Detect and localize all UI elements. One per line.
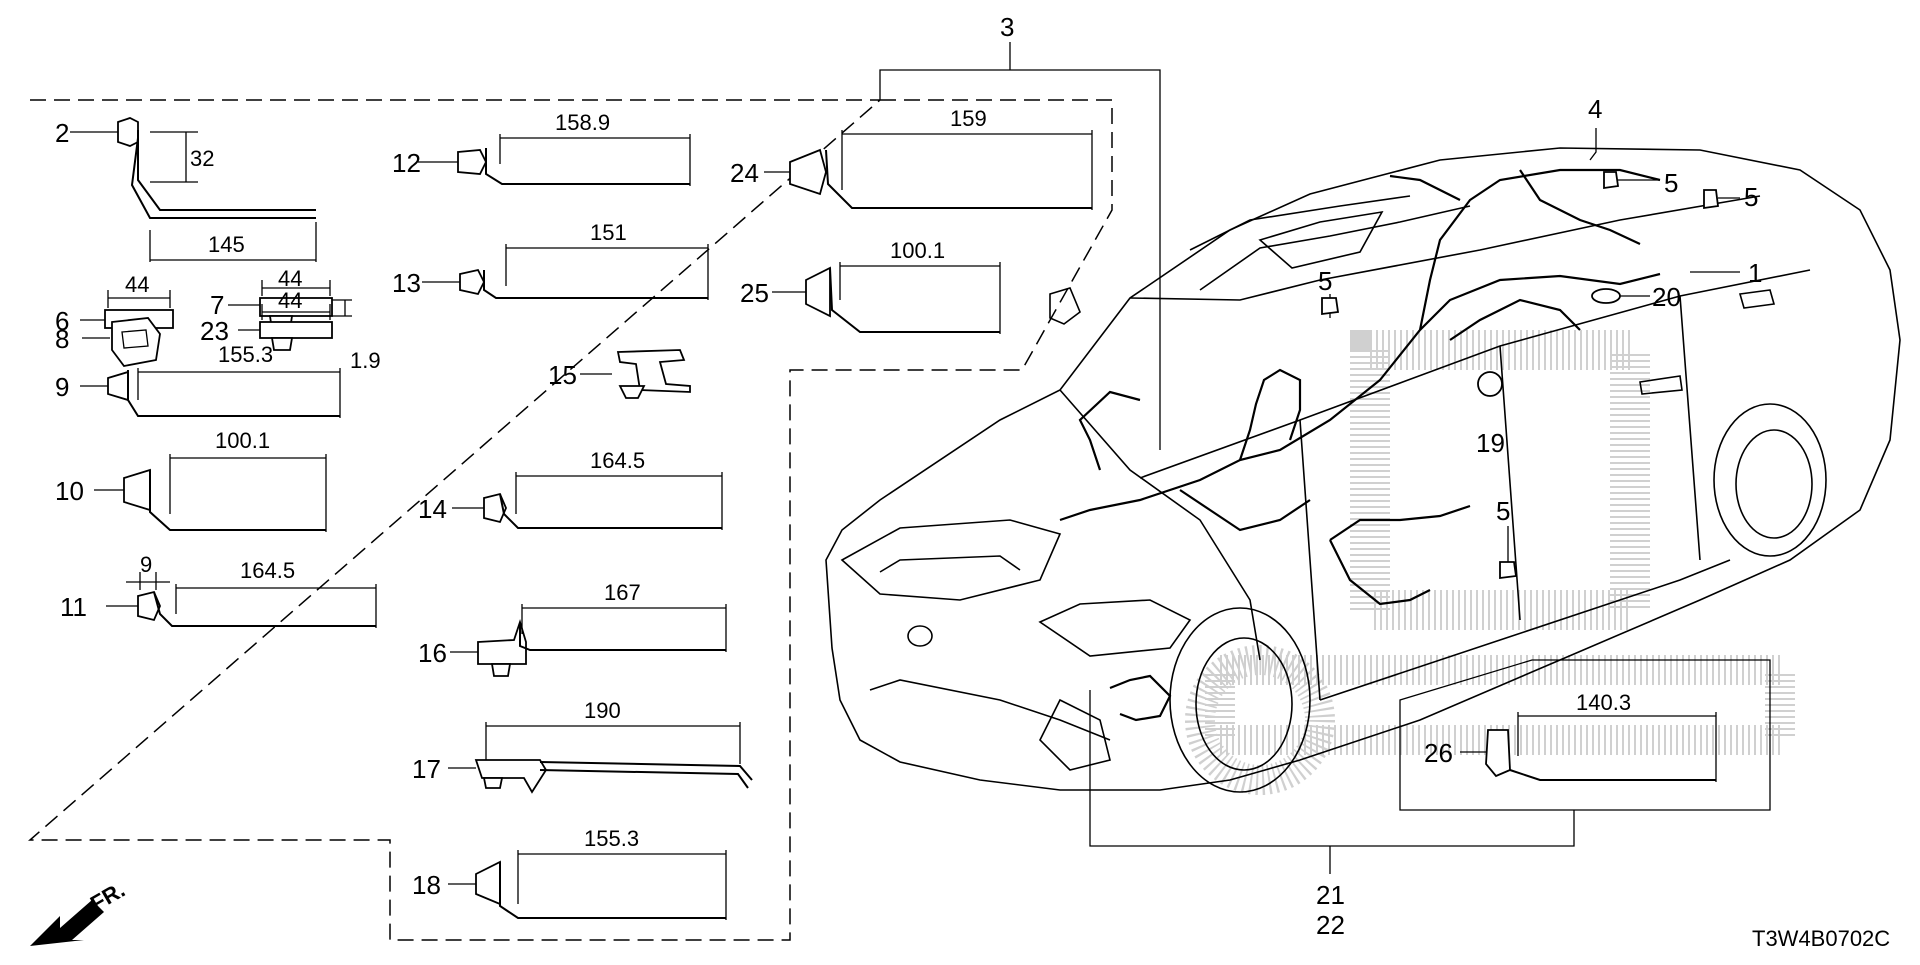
- grommet-19: [1477, 371, 1503, 397]
- dim-6-width: 44: [125, 272, 149, 297]
- callout-2: 2: [55, 118, 69, 148]
- wire-harness: [1059, 168, 1661, 722]
- callout-13: 13: [392, 268, 421, 298]
- callout-5a: 5: [1664, 168, 1678, 198]
- part-25-clip: [772, 262, 1001, 334]
- callout-25: 25: [740, 278, 769, 308]
- callout-11: 11: [60, 592, 87, 622]
- leader-21-22: [1089, 690, 1575, 874]
- bolt-5a: [1603, 171, 1620, 190]
- dim-25-length: 100.1: [890, 238, 945, 263]
- callout-4: 4: [1588, 94, 1602, 124]
- group-outline-3: [27, 99, 1113, 941]
- part-10-clip: [94, 454, 327, 532]
- dim-7-thickness: 1.9: [350, 348, 381, 373]
- bolt-5d: [1499, 561, 1518, 580]
- callout-10: 10: [55, 476, 84, 506]
- dim-10-length: 100.1: [215, 428, 270, 453]
- callout-5c: 5: [1318, 266, 1332, 296]
- part-8-grommet: [82, 317, 161, 367]
- part-12-clip: [418, 134, 691, 186]
- callout-23: 23: [200, 316, 229, 346]
- bolt-5c: [1321, 297, 1340, 316]
- dim-7-width: 44: [278, 266, 302, 291]
- part-23-clip: [238, 304, 333, 351]
- dim-23-width: 44: [278, 288, 302, 313]
- part-9-clip: [80, 368, 341, 418]
- part-17-clip: [448, 722, 753, 794]
- callout-17: 17: [412, 754, 441, 784]
- dim-2-length: 145: [208, 232, 245, 257]
- dim-14-length: 164.5: [590, 448, 645, 473]
- diagram-code: T3W4B0702C: [1752, 926, 1890, 951]
- callout-22: 22: [1316, 910, 1345, 940]
- callout-19: 19: [1476, 428, 1505, 458]
- callout-5b: 5: [1744, 182, 1758, 212]
- dim-17-length: 190: [584, 698, 621, 723]
- part-11-clip: [106, 572, 377, 628]
- callout-24: 24: [730, 158, 759, 188]
- callout-5d: 5: [1496, 496, 1510, 526]
- dim-26-length: 140.3: [1576, 690, 1631, 715]
- callout-26: 26: [1424, 738, 1453, 768]
- part-18-clip: [448, 850, 727, 920]
- callout-21: 21: [1316, 880, 1345, 910]
- part-24-clip: [764, 130, 1093, 210]
- front-direction-arrow: [30, 900, 104, 946]
- bolt-5b: [1703, 189, 1720, 210]
- leader-3: [879, 42, 1161, 450]
- part-13-clip: [422, 244, 709, 300]
- callout-18: 18: [412, 870, 441, 900]
- callout-14: 14: [418, 494, 447, 524]
- callout-20: 20: [1652, 282, 1681, 312]
- car-illustration: [825, 147, 1901, 795]
- dim-18-length: 155.3: [584, 826, 639, 851]
- leader-4: [1589, 128, 1597, 161]
- callout-12: 12: [392, 148, 421, 178]
- part-16-clip: [450, 604, 727, 677]
- callout-16: 16: [418, 638, 447, 668]
- dim-11-offset: 9: [140, 552, 152, 577]
- callout-15: 15: [548, 360, 577, 390]
- dim-2-height: 32: [190, 146, 214, 171]
- callout-7: 7: [210, 290, 224, 320]
- dim-11-length: 164.5: [240, 558, 295, 583]
- callout-8: 8: [55, 324, 69, 354]
- part-14-clip: [452, 472, 723, 530]
- callout-1: 1: [1748, 258, 1762, 288]
- dim-12-length: 158.9: [555, 110, 610, 135]
- dim-24-length: 159: [950, 106, 987, 131]
- dim-16-length: 167: [604, 580, 641, 605]
- dim-9-length: 155.3: [218, 342, 273, 367]
- box-26: [1399, 659, 1771, 811]
- part-2-clip: [70, 117, 317, 262]
- part-15-clip: [580, 349, 691, 399]
- callout-6: 6: [55, 306, 69, 336]
- callout-3: 3: [1000, 12, 1014, 42]
- grommet-20: [1591, 288, 1621, 304]
- part-26-clip: [1460, 712, 1717, 782]
- dim-13-length: 151: [590, 220, 627, 245]
- callout-9: 9: [55, 372, 69, 402]
